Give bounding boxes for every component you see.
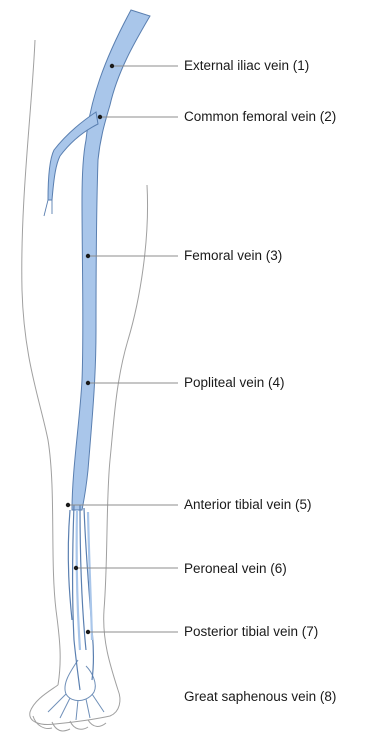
marker-anterior-tibial (66, 503, 70, 507)
marker-femoral (86, 254, 90, 258)
label-posterior-tibial-vein: Posterior tibial vein (7) (184, 624, 318, 640)
label-peroneal-vein: Peroneal vein (6) (184, 561, 287, 577)
marker-popliteal (86, 381, 90, 385)
main-vein (72, 10, 150, 510)
label-common-femoral-vein: Common femoral vein (2) (184, 109, 336, 125)
marker-common-femoral (98, 115, 102, 119)
marker-peroneal (74, 566, 78, 570)
vein-tree (44, 10, 150, 690)
label-external-iliac-vein: External iliac vein (1) (184, 58, 309, 74)
foot-veins (48, 660, 104, 720)
label-great-saphenous-vein: Great saphenous vein (8) (184, 689, 336, 705)
marker-posterior-tibial (86, 630, 90, 634)
label-femoral-vein: Femoral vein (3) (184, 248, 282, 264)
label-anterior-tibial-vein: Anterior tibial vein (5) (184, 497, 312, 513)
marker-external-iliac (110, 64, 114, 68)
label-popliteal-vein: Popliteal vein (4) (184, 375, 285, 391)
